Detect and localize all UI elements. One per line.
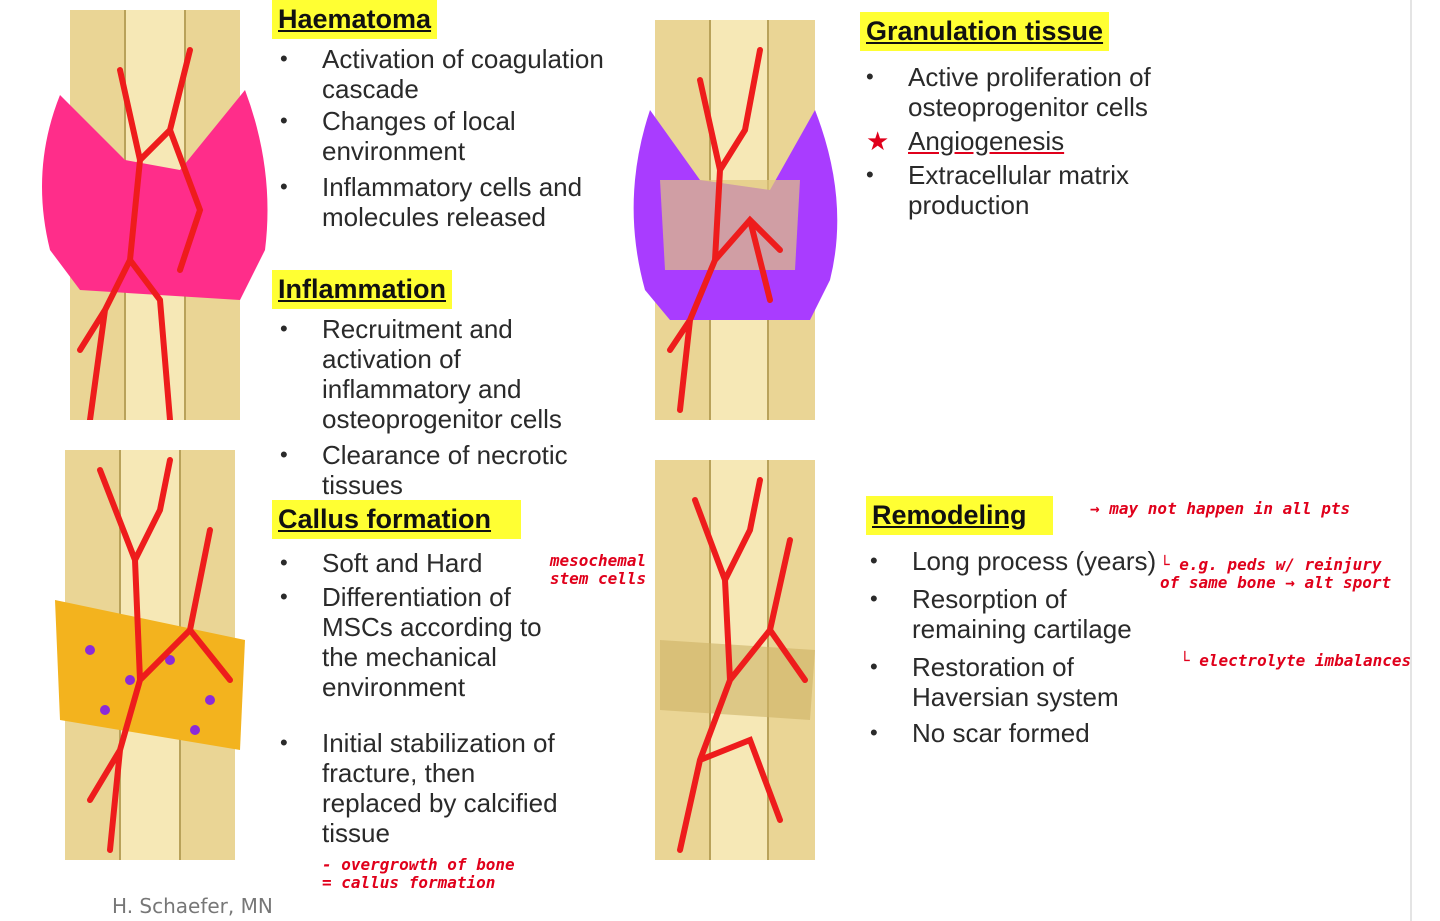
bullet-icon: • <box>280 550 288 575</box>
annotation-remodeling-example: └ e.g. peds w/ reinjury of same bone → a… <box>1160 556 1395 592</box>
bullet-text: Restoration of Haversian system <box>912 652 1119 712</box>
annotation-overgrowth: - overgrowth of bone = callus formation <box>322 856 515 892</box>
inflammation-bullet-list: • Recruitment and activation of inflammat… <box>280 314 610 500</box>
bullet-icon: • <box>870 586 878 611</box>
annotation-text: = callus formation <box>322 873 496 892</box>
haematoma-heading-highlight: Haematoma <box>272 0 438 39</box>
bullet-icon: • <box>280 316 288 341</box>
list-item: • Initial stabilization of fracture, then… <box>280 728 580 848</box>
bullet-text: Activation of coagulation cascade <box>322 44 604 104</box>
remodeling-heading-highlight: Remodeling <box>866 496 1053 535</box>
annotation-text: → may not happen in all pts <box>1090 499 1351 518</box>
list-item: • No scar formed <box>870 718 1170 748</box>
bullet-text: Inflammatory cells and molecules release… <box>322 172 583 232</box>
list-item: ★ Angiogenesis <box>866 126 1166 156</box>
bullet-icon: • <box>280 108 288 133</box>
list-item: • Clearance of necrotic tissues <box>280 440 610 500</box>
callus-heading-highlight: Callus formation <box>272 500 522 539</box>
bullet-text: Changes of local environment <box>322 106 516 166</box>
granulation-bone-illustration <box>633 20 838 420</box>
list-item: • Changes of local environment <box>280 106 620 166</box>
author-credit: H. Schaefer, MN <box>112 894 273 918</box>
bullet-icon: • <box>280 584 288 609</box>
bullet-text: Active proliferation of osteoprogenitor … <box>908 62 1151 122</box>
granulation-heading-highlight: Granulation tissue <box>860 12 1110 51</box>
bullet-text: Clearance of necrotic tissues <box>322 440 568 500</box>
bullet-text: Long process (years) <box>912 546 1157 576</box>
remodeling-bullet-list: • Long process (years) • Resorption of rem… <box>870 546 1170 748</box>
inflammation-heading-highlight: Inflammation <box>272 270 453 309</box>
haematoma-bone-illustration <box>42 10 268 420</box>
bullet-icon: • <box>866 162 874 187</box>
bullet-text: Differentiation of MSCs according to the… <box>322 582 542 702</box>
annotation-mesenchymal: mesochemal stem cells <box>528 552 668 588</box>
annotation-remodeling: → may not happen in all pts <box>1090 500 1350 518</box>
bullet-text: Soft and Hard <box>322 548 483 578</box>
list-item: • Inflammatory cells and molecules releas… <box>280 172 620 232</box>
annotation-text: └ e.g. peds w/ reinjury of same bone → a… <box>1160 555 1392 592</box>
bullet-text: Extracellular matrix production <box>908 160 1130 220</box>
granulation-heading: Granulation tissue <box>866 16 1104 46</box>
list-item: • Long process (years) <box>870 546 1170 576</box>
bullet-icon: • <box>280 174 288 199</box>
haematoma-heading: Haematoma <box>278 4 432 34</box>
star-icon: ★ <box>866 126 890 156</box>
bullet-icon: • <box>870 720 878 745</box>
annotation-electrolyte: └ electrolyte imbalances <box>1180 652 1411 670</box>
granulation-bullet-list: • Active proliferation of osteoprogenitor… <box>866 62 1166 220</box>
bullet-icon: • <box>280 730 288 755</box>
bullet-icon: • <box>866 64 874 89</box>
remodeling-bone-illustration <box>655 460 815 860</box>
callus-bullet-list: • Soft and Hard • Differentiation of MSCs … <box>280 548 580 848</box>
bullet-text: Angiogenesis <box>908 126 1065 156</box>
inflammation-heading: Inflammation <box>278 274 447 304</box>
list-item: • Activation of coagulation cascade <box>280 44 620 104</box>
list-item: • Differentiation of MSCs according to th… <box>280 582 580 702</box>
bullet-icon: • <box>870 548 878 573</box>
list-item: • Soft and Hard <box>280 548 580 578</box>
list-item: • Recruitment and activation of inflammat… <box>280 314 610 434</box>
annotation-text: mesochemal stem cells <box>549 551 647 588</box>
bullet-icon: • <box>280 442 288 467</box>
remodeling-heading: Remodeling <box>872 500 1027 530</box>
bullet-text: Initial stabilization of fracture, then … <box>322 728 558 848</box>
bullet-text: No scar formed <box>912 718 1090 748</box>
bullet-text: Resorption of remaining cartilage <box>912 584 1132 644</box>
list-item: • Active proliferation of osteoprogenitor… <box>866 62 1166 122</box>
list-item: • Restoration of Haversian system <box>870 652 1170 712</box>
list-item: • Extracellular matrix production <box>866 160 1166 220</box>
bullet-text: Recruitment and activation of inflammato… <box>322 314 562 434</box>
annotation-text: └ electrolyte imbalances <box>1180 651 1412 670</box>
bullet-icon: • <box>870 654 878 679</box>
list-item: • Resorption of remaining cartilage <box>870 584 1170 644</box>
callus-bone-illustration <box>55 450 245 860</box>
page-edge-divider <box>1410 0 1412 921</box>
haematoma-bullet-list: • Activation of coagulation cascade • Chan… <box>280 44 620 232</box>
bullet-icon: • <box>280 46 288 71</box>
annotation-text: - overgrowth of bone <box>322 855 515 874</box>
callus-heading: Callus formation <box>278 504 492 534</box>
